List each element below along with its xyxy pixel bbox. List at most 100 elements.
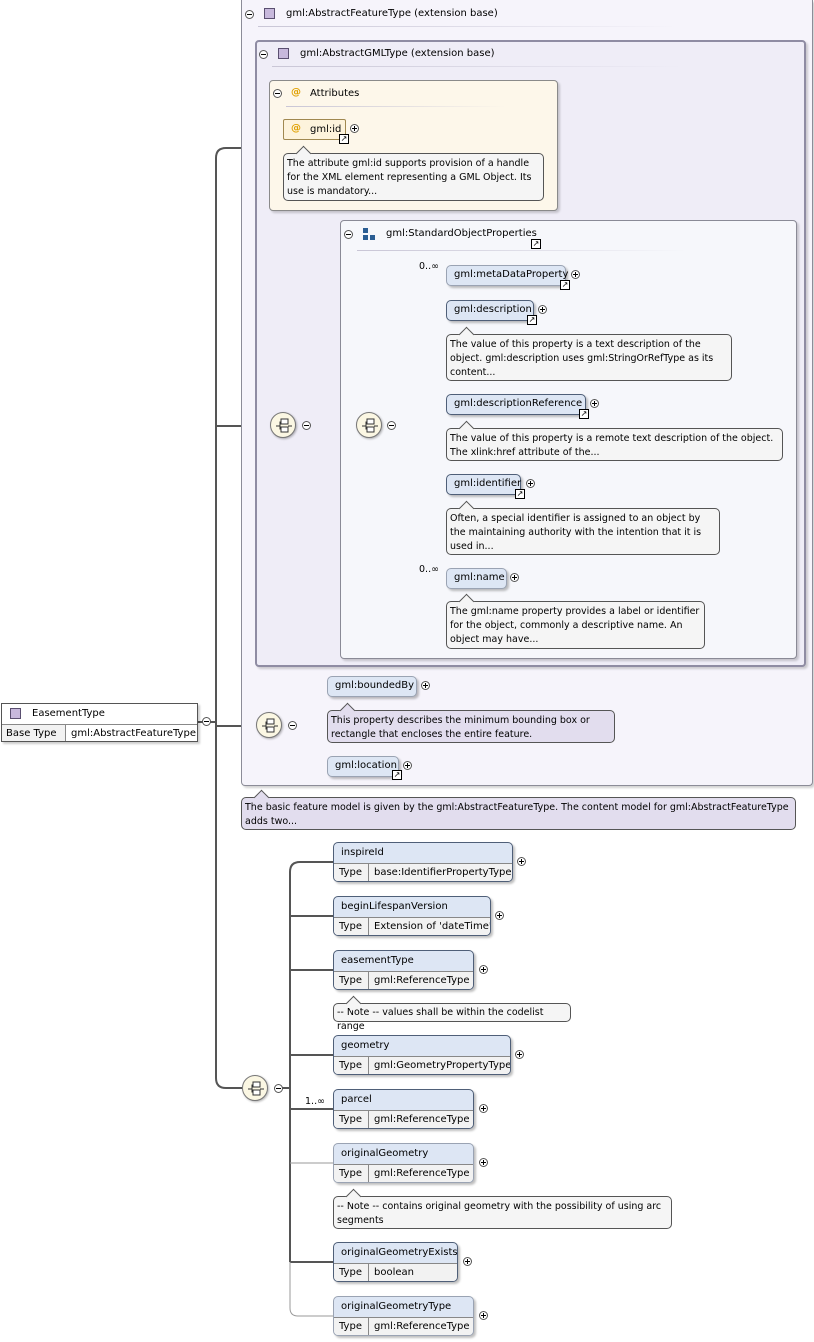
sequence-compositor-icon[interactable] [356, 412, 382, 438]
type-label: Type [339, 1267, 362, 1278]
collapse-icon[interactable] [288, 721, 297, 730]
type-value: base:IdentifierPropertyType [374, 867, 512, 878]
root-base-value: gml:AbstractFeatureType [71, 728, 196, 739]
element-gml-boundedby[interactable]: gml:boundedBy [327, 676, 417, 697]
expand-icon[interactable] [350, 124, 359, 133]
expand-icon[interactable] [479, 1311, 488, 1320]
sequence-compositor-icon[interactable] [256, 712, 282, 738]
easementtype-note: -- Note -- values shall be within the co… [333, 995, 571, 1032]
element-name: geometry [341, 1040, 390, 1051]
element-name: gml:descriptionReference [454, 398, 583, 409]
element-name: gml:location [335, 760, 397, 771]
element-name: beginLifespanVersion [341, 901, 448, 912]
type-value: gml:GeometryPropertyType [374, 1060, 511, 1071]
sequence-compositor-icon[interactable] [242, 1075, 268, 1101]
occurrence-label: 1..∞ [305, 1096, 325, 1107]
occurrence-label: 0..∞ [419, 564, 439, 575]
root-base-label: Base Type [6, 728, 57, 739]
collapse-icon[interactable] [387, 421, 396, 430]
collapse-icon[interactable] [202, 717, 211, 726]
collapse-icon[interactable] [245, 10, 254, 19]
type-label: Type [339, 1060, 362, 1071]
attribute-name: gml:id [310, 124, 342, 135]
expand-icon[interactable] [403, 761, 412, 770]
sequence-compositor-icon[interactable] [270, 412, 296, 438]
attribute-at-icon: @ [291, 87, 301, 98]
header-divider [272, 66, 682, 67]
element-geometry[interactable]: geometry Type gml:GeometryPropertyType [333, 1035, 511, 1075]
attributes-title: Attributes [310, 88, 360, 99]
type-label: Type [339, 1168, 362, 1179]
element-name: gml:description [454, 304, 532, 315]
link-arrow-icon[interactable]: ↗ [531, 239, 541, 249]
element-name: originalGeometryExists [341, 1247, 458, 1258]
link-arrow-icon[interactable]: ↗ [579, 409, 589, 419]
element-gml-metadataproperty[interactable]: gml:metaDataProperty [446, 265, 568, 286]
expand-icon[interactable] [479, 1158, 488, 1167]
collapse-icon[interactable] [344, 230, 353, 239]
element-gml-description[interactable]: gml:description [446, 300, 534, 321]
collapse-icon[interactable] [274, 1084, 283, 1093]
gml-description-note: The value of this property is a text des… [446, 326, 732, 381]
link-arrow-icon[interactable]: ↗ [339, 134, 349, 144]
element-name: gml:identifier [454, 478, 522, 489]
element-name: originalGeometryType [341, 1301, 452, 1312]
expand-icon[interactable] [495, 911, 504, 920]
element-inspireid[interactable]: inspireId Type base:IdentifierPropertyTyp… [333, 842, 513, 882]
attribute-gml-id[interactable]: @ gml:id [283, 119, 346, 140]
attribute-at-icon: @ [291, 123, 301, 134]
element-originalgeometry[interactable]: originalGeometry Type gml:ReferenceType [333, 1143, 474, 1183]
abstract-feature-type-note: The basic feature model is given by the … [241, 789, 796, 830]
group-icon [363, 228, 376, 241]
type-value: boolean [374, 1267, 414, 1278]
collapse-icon[interactable] [273, 89, 282, 98]
element-name: inspireId [341, 847, 384, 858]
type-value: gml:ReferenceType [374, 1168, 470, 1179]
expand-icon[interactable] [538, 305, 547, 314]
type-value: gml:ReferenceType [374, 975, 470, 986]
expand-icon[interactable] [517, 857, 526, 866]
expand-icon[interactable] [479, 965, 488, 974]
expand-icon[interactable] [515, 1050, 524, 1059]
attribute-gml-id-note: The attribute gml:id supports provision … [283, 145, 544, 201]
type-label: Type [339, 1114, 362, 1125]
element-name: gml:name [454, 572, 505, 583]
abstract-gml-type-title: gml:AbstractGMLType (extension base) [300, 48, 495, 59]
type-label: Type [339, 1321, 362, 1332]
collapse-icon[interactable] [302, 421, 311, 430]
root-type-box[interactable]: EasementType Base Type gml:AbstractFeatu… [1, 703, 198, 742]
element-gml-location[interactable]: gml:location [327, 756, 399, 777]
root-base-label-cell: Base Type [2, 725, 66, 741]
element-gml-identifier[interactable]: gml:identifier [446, 474, 521, 495]
occurrence-label: 0..∞ [419, 261, 439, 272]
complex-type-icon [10, 708, 21, 719]
type-value: Extension of 'dateTime' [374, 921, 491, 932]
link-arrow-icon[interactable]: ↗ [515, 489, 525, 499]
element-name: originalGeometry [341, 1148, 429, 1159]
expand-icon[interactable] [590, 399, 599, 408]
expand-icon[interactable] [571, 270, 580, 279]
root-type-name: EasementType [32, 708, 105, 719]
type-label: Type [339, 867, 362, 878]
header-divider [357, 250, 687, 251]
expand-icon[interactable] [463, 1257, 472, 1266]
header-divider [286, 106, 506, 107]
expand-icon[interactable] [510, 573, 519, 582]
standard-object-properties-title: gml:StandardObjectProperties [386, 228, 537, 239]
link-arrow-icon[interactable]: ↗ [560, 280, 570, 290]
element-gml-descriptionreference[interactable]: gml:descriptionReference [446, 394, 586, 415]
expand-icon[interactable] [421, 681, 430, 690]
collapse-icon[interactable] [259, 50, 268, 59]
expand-icon[interactable] [526, 479, 535, 488]
expand-icon[interactable] [479, 1104, 488, 1113]
element-originalgeometryexists[interactable]: originalGeometryExists Type boolean [333, 1242, 458, 1282]
link-arrow-icon[interactable]: ↗ [527, 315, 537, 325]
abstract-feature-type-title: gml:AbstractFeatureType (extension base) [286, 8, 498, 19]
element-gml-name[interactable]: gml:name [446, 568, 507, 589]
link-arrow-icon[interactable]: ↗ [392, 770, 402, 780]
gml-name-note: The gml:name property provides a label o… [446, 593, 705, 649]
